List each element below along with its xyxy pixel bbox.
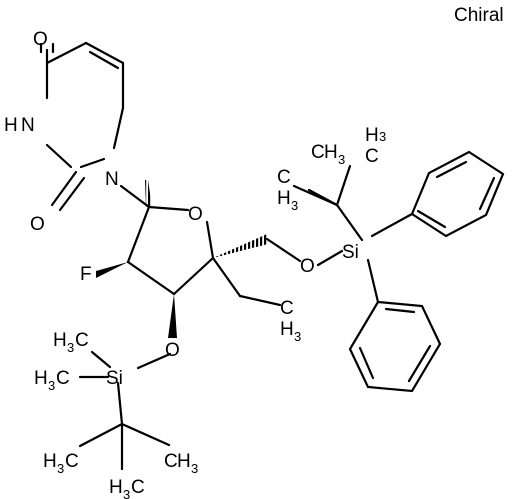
svg-text:C: C (277, 167, 291, 188)
wedge-fluoro (96, 262, 128, 278)
lower-silyl-chain (78, 350, 172, 471)
methyl-si-lower: H 3 C (34, 368, 70, 393)
svg-text:3: 3 (191, 461, 198, 476)
svg-text:H: H (324, 142, 338, 163)
svg-text:H: H (365, 125, 379, 146)
atom-nh-h: H (4, 115, 18, 136)
methyl-top-b: C H 3 (311, 142, 345, 167)
methyl-ethyl: C H 3 (280, 298, 301, 344)
methyl-si-upper: H 3 C (53, 330, 89, 355)
svg-text:H: H (43, 451, 57, 472)
atom-n-amide: N (21, 115, 35, 136)
atom-o-lower: O (165, 340, 180, 361)
ethyl-group (211, 256, 282, 307)
methyl-tbu-left: H 3 C (43, 451, 79, 476)
svg-text:3: 3 (123, 487, 130, 499)
svg-text:3: 3 (57, 461, 64, 476)
svg-text:H: H (277, 188, 291, 209)
svg-text:3: 3 (67, 340, 74, 355)
methyl-top-a: H 3 C (365, 125, 386, 167)
phenyl-ring-lower (348, 300, 442, 393)
chiral-label: Chiral (454, 5, 504, 26)
svg-text:H: H (280, 319, 294, 340)
methyl-tbu-bottom: H 3 C (109, 477, 145, 499)
svg-text:C: C (75, 330, 89, 351)
glycosidic-bond (119, 184, 151, 209)
svg-text:C: C (365, 146, 379, 167)
svg-text:3: 3 (379, 129, 386, 144)
furanose-ring (126, 205, 215, 296)
svg-text:C: C (56, 368, 70, 389)
hash-n1 (145, 180, 152, 207)
svg-text:C: C (164, 451, 178, 472)
svg-text:H: H (109, 477, 123, 498)
uracil-ring (39, 41, 125, 212)
phenyl-ring-upper (410, 150, 505, 238)
atom-si-diphenyl: Si (342, 242, 359, 263)
silyl-ether-chain (265, 164, 414, 304)
atom-o-ether: O (300, 256, 315, 277)
svg-text:C: C (311, 142, 325, 163)
svg-text:3: 3 (294, 329, 301, 344)
atom-o-ring: O (188, 204, 203, 225)
hash-ch2 (213, 234, 268, 258)
methyl-tbu-right: C H 3 (164, 451, 198, 476)
svg-text:H: H (177, 451, 191, 472)
svg-text:3: 3 (48, 378, 55, 393)
svg-text:H: H (53, 330, 67, 351)
atom-fluorine: F (80, 264, 92, 285)
atom-o-carbonyl-top: O (33, 29, 48, 50)
svg-text:H: H (34, 368, 48, 389)
atom-si-dimethyl: Si (106, 368, 123, 389)
svg-text:3: 3 (291, 198, 298, 213)
svg-text:C: C (280, 298, 294, 319)
wedge-osilyl (168, 294, 177, 338)
methyl-top-c: C H 3 (277, 167, 298, 213)
svg-text:3: 3 (338, 152, 345, 167)
atom-o-carbonyl-bottom: O (30, 214, 45, 235)
atom-n1: N (105, 169, 119, 190)
svg-text:C: C (131, 477, 145, 498)
svg-text:C: C (65, 451, 79, 472)
